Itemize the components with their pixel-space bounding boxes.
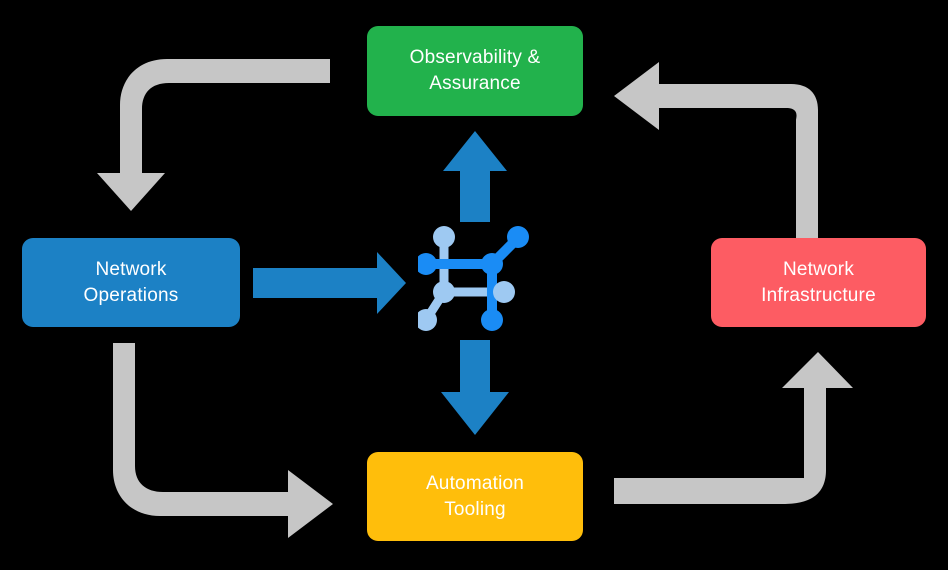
- arrow-observability-to-operations: [97, 59, 330, 211]
- node-box-network-infrastructure[interactable]: Network Infrastructure: [711, 238, 926, 327]
- arrow-center-to-observability: [443, 131, 507, 222]
- mesh-nodes-primary: [418, 226, 529, 331]
- node-box-automation-tooling[interactable]: Automation Tooling: [367, 452, 583, 541]
- node-box-network-operations[interactable]: Network Operations: [22, 238, 240, 327]
- arrow-center-to-automation: [441, 340, 509, 435]
- mesh-nodes-secondary: [418, 226, 515, 331]
- arrow-automation-to-infrastructure: [614, 352, 853, 504]
- network-mesh-icon: [418, 226, 529, 331]
- arrow-infrastructure-to-observability: [614, 62, 818, 238]
- arrow-operations-to-automation: [113, 343, 333, 538]
- arrow-operations-to-center: [253, 252, 406, 314]
- node-box-observability[interactable]: Observability & Assurance: [367, 26, 583, 116]
